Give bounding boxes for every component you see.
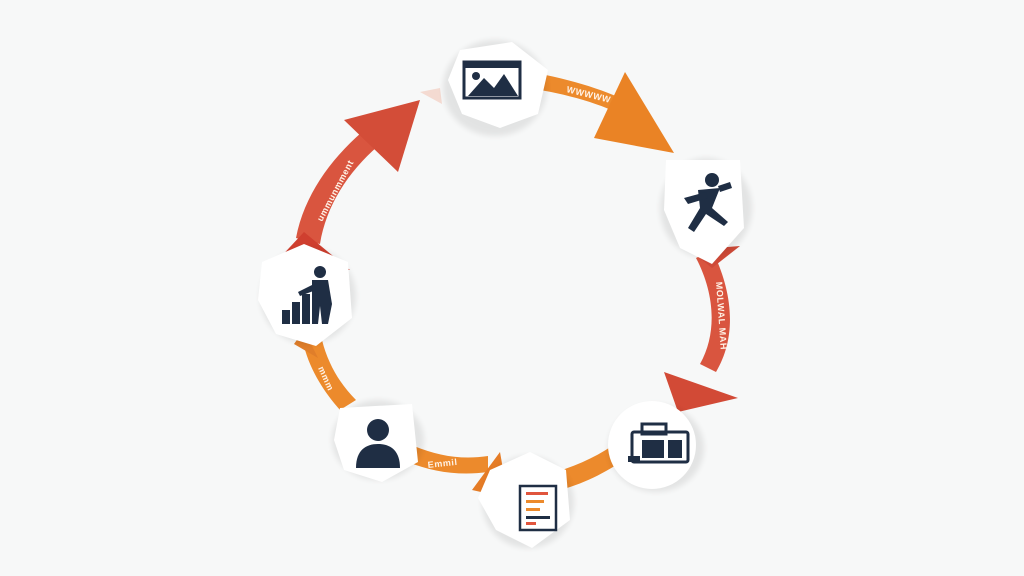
arrow-band xyxy=(696,250,730,372)
arrow-band xyxy=(304,340,356,410)
landscape-frame-icon xyxy=(462,60,522,100)
cycle-node-left-lower[interactable] xyxy=(332,400,424,482)
cycle-node-bottom[interactable] xyxy=(478,452,574,548)
cycle-node-right-lower[interactable] xyxy=(608,401,704,492)
user-icon xyxy=(356,419,400,468)
arrow-head xyxy=(344,100,420,172)
cycle-node-left-upper[interactable] xyxy=(258,244,356,346)
arrow-head xyxy=(664,372,738,412)
segment-label: Emmil xyxy=(427,457,458,470)
document-icon xyxy=(518,484,558,532)
arrow-segment-left-upper-to-top: ummunmment xyxy=(276,100,420,270)
arrow-band xyxy=(408,446,488,474)
arrow-head xyxy=(594,72,674,153)
cycle-node-top[interactable] xyxy=(443,40,548,136)
arrow-band xyxy=(296,132,378,244)
connector-accent xyxy=(420,88,442,104)
toolbox-icon xyxy=(628,422,690,464)
person-with-growth-chart-icon xyxy=(282,266,332,324)
arrow-segment-top-to-right: WWWWW xyxy=(528,72,674,153)
segment-label: MOLWAL MAH xyxy=(714,281,729,350)
person-walking-icon xyxy=(684,173,732,232)
cycle-node-right-upper[interactable] xyxy=(660,158,752,264)
arrow-segment-right-upper-to-right-lower: MOLWAL MAH xyxy=(664,250,738,412)
